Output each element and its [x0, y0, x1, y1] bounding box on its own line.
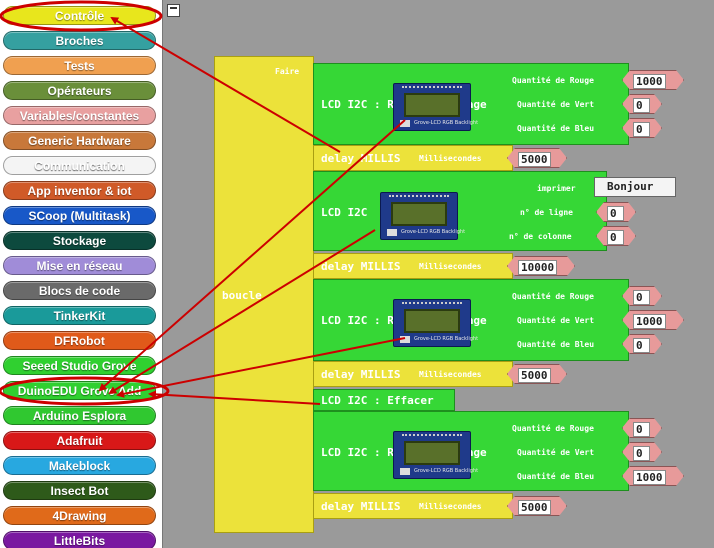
delay-value[interactable]: 10000 — [507, 256, 575, 276]
category-littlebits[interactable]: LittleBits — [3, 531, 156, 548]
rouge-value[interactable]: 0 — [622, 286, 662, 306]
category-dfrobot[interactable]: DFRobot — [3, 331, 156, 350]
ms-label: Millisecondes — [419, 154, 482, 163]
colonne-label: n° de colonne — [509, 232, 572, 241]
loop-block[interactable] — [214, 56, 314, 533]
arrow-from-lcd2 — [108, 229, 376, 395]
delay-block[interactable] — [313, 145, 513, 171]
arrow-from-lcd1 — [98, 119, 406, 392]
lcd-clear-label: LCD I2C : Effacer — [321, 394, 434, 407]
category-generic-hardware[interactable]: Generic Hardware — [3, 131, 156, 150]
collapse-icon[interactable] — [167, 4, 180, 17]
category-arduino-esplora[interactable]: Arduino Esplora — [3, 406, 156, 425]
bleu-value[interactable]: 0 — [622, 334, 662, 354]
delay-value[interactable]: 5000 — [507, 496, 567, 516]
rouge-label: Quantité de Rouge — [512, 76, 594, 85]
rouge-label: Quantité de Rouge — [512, 292, 594, 301]
highlight-controle — [0, 0, 163, 32]
category-stockage[interactable]: Stockage — [3, 231, 156, 250]
category-insect-bot[interactable]: Insect Bot — [3, 481, 156, 500]
lcd-module-image: Grove-LCD RGB Backlight — [393, 83, 478, 131]
category-blocs-de-code[interactable]: Blocs de code — [3, 281, 156, 300]
rouge-value[interactable]: 0 — [622, 418, 662, 438]
lcd-clear-block[interactable] — [313, 389, 455, 411]
delay-block[interactable] — [313, 493, 513, 519]
bleu-label: Quantité de Bleu — [517, 472, 595, 481]
vert-value[interactable]: 0 — [622, 442, 662, 462]
arrow-to-controle — [110, 16, 341, 153]
category-4drawing[interactable]: 4Drawing — [3, 506, 156, 525]
category-communication[interactable]: Communication — [3, 156, 156, 175]
category-tinkerkit[interactable]: TinkerKit — [3, 306, 156, 325]
bleu-label: Quantité de Bleu — [517, 340, 595, 349]
faire-label: Faire — [275, 67, 300, 76]
category-scoop-multitask[interactable]: SCoop (Multitask) — [3, 206, 156, 225]
arrow-from-clear — [148, 390, 321, 405]
ligne-label: n° de ligne — [520, 208, 573, 217]
lcd-label: LCD I2C — [321, 206, 368, 219]
vert-value[interactable]: 0 — [622, 94, 662, 114]
vert-label: Quantité de Vert — [517, 316, 595, 325]
boucle-label: boucle — [222, 289, 262, 302]
category-op-rateurs[interactable]: Opérateurs — [3, 81, 156, 100]
delay-label: delay MILLIS — [321, 500, 401, 513]
bleu-label: Quantité de Bleu — [517, 124, 595, 133]
delay-label: delay MILLIS — [321, 260, 401, 273]
print-text-input[interactable]: Bonjour — [594, 177, 676, 197]
vert-value[interactable]: 1000 — [622, 310, 684, 330]
vert-label: Quantité de Vert — [517, 448, 595, 457]
lcd-module-image: Grove-LCD RGB Backlight — [393, 299, 478, 347]
vert-label: Quantité de Vert — [517, 100, 595, 109]
arrow-from-lcd3 — [116, 337, 406, 398]
loop-block-top — [214, 56, 314, 86]
category-tests[interactable]: Tests — [3, 56, 156, 75]
category-app-inventor-iot[interactable]: App inventor & iot — [3, 181, 156, 200]
ms-label: Millisecondes — [419, 370, 482, 379]
lcd-module-image: Grove-LCD RGB Backlight — [380, 192, 465, 240]
rouge-label: Quantité de Rouge — [512, 424, 594, 433]
bleu-value[interactable]: 0 — [622, 118, 662, 138]
delay-label: delay MILLIS — [321, 368, 401, 381]
delay-block[interactable] — [313, 361, 513, 387]
bleu-value[interactable]: 1000 — [622, 466, 684, 486]
imprimer-label: imprimer — [537, 184, 576, 193]
colonne-value[interactable]: 0 — [596, 226, 636, 246]
ms-label: Millisecondes — [419, 262, 482, 271]
category-makeblock[interactable]: Makeblock — [3, 456, 156, 475]
rouge-value[interactable]: 1000 — [622, 70, 684, 90]
highlight-duinoedu — [0, 376, 170, 406]
lcd-backlight-block[interactable] — [313, 63, 629, 145]
category-mise-en-r-seau[interactable]: Mise en réseau — [3, 256, 156, 275]
delay-value[interactable]: 5000 — [507, 364, 567, 384]
delay-block[interactable] — [313, 253, 513, 279]
ligne-value[interactable]: 0 — [596, 202, 636, 222]
ms-label: Millisecondes — [419, 502, 482, 511]
lcd-module-image: Grove-LCD RGB Backlight — [393, 431, 478, 479]
delay-value[interactable]: 5000 — [507, 148, 567, 168]
lcd-backlight-block[interactable] — [313, 279, 629, 361]
category-adafruit[interactable]: Adafruit — [3, 431, 156, 450]
category-seeed-studio-grove[interactable]: Seeed Studio Grove — [3, 356, 156, 375]
lcd-backlight-block[interactable] — [313, 411, 629, 491]
category-variables-constantes[interactable]: Variables/constantes — [3, 106, 156, 125]
category-broches[interactable]: Broches — [3, 31, 156, 50]
